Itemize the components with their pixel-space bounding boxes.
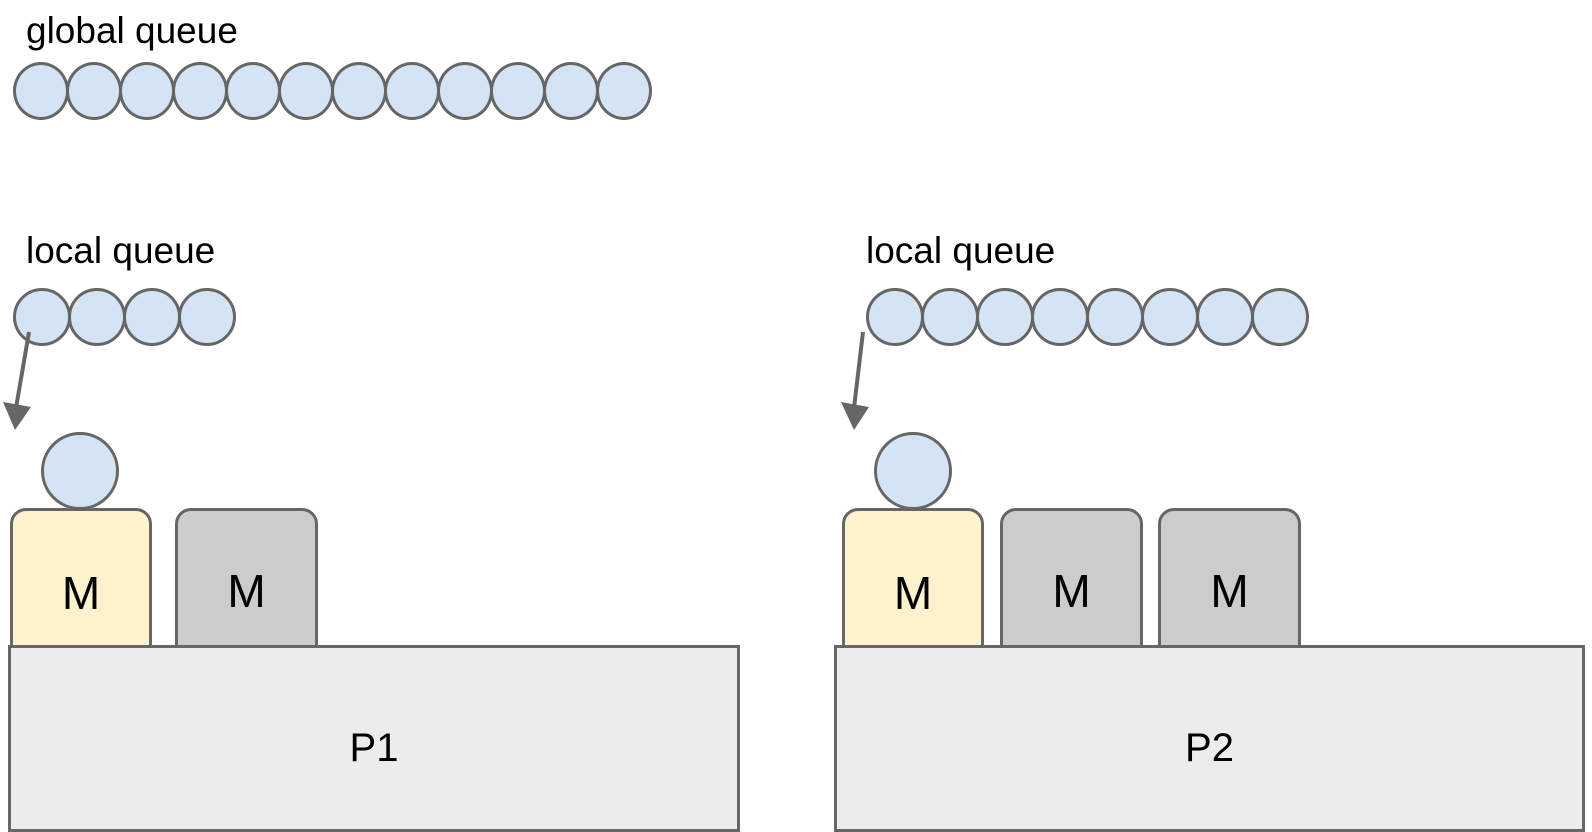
local-queue-p1-token xyxy=(178,288,236,346)
global-queue-token xyxy=(278,62,334,120)
global-queue-token xyxy=(437,62,493,120)
local-queue-p2-token xyxy=(1251,288,1309,346)
local-queue-p2-token xyxy=(1141,288,1199,346)
global-queue-token xyxy=(490,62,546,120)
machine-p2-0-label: M xyxy=(893,567,933,619)
local-queue-p2-token xyxy=(1031,288,1089,346)
local-queue-p2-token xyxy=(921,288,979,346)
global-queue-token xyxy=(172,62,228,120)
local-queue-p1-token xyxy=(68,288,126,346)
global-queue-token xyxy=(13,62,69,120)
global-queue-token xyxy=(119,62,175,120)
local-queue-label-p1: local queue xyxy=(26,230,216,271)
global-queue-token xyxy=(225,62,281,120)
global-queue xyxy=(13,62,652,120)
machine-p1-0-label: M xyxy=(61,567,101,619)
dispatch-arrow-p1 xyxy=(3,331,31,430)
global-queue-label: global queue xyxy=(26,10,238,51)
global-queue-token xyxy=(331,62,387,120)
global-queue-token xyxy=(596,62,652,120)
processor-p1[interactable]: P1 xyxy=(8,645,740,832)
machine-p2-1-label: M xyxy=(1052,564,1091,617)
local-queue-label-p2: local queue xyxy=(866,230,1056,271)
local-queue-p2-token xyxy=(976,288,1034,346)
local-queue-p1-token xyxy=(123,288,181,346)
processor-p2-label: P2 xyxy=(1185,726,1234,770)
global-queue-token xyxy=(66,62,122,120)
local-queue-p1 xyxy=(13,288,236,346)
global-queue-token xyxy=(384,62,440,120)
processor-p2[interactable]: P2 xyxy=(834,645,1585,832)
global-queue-token xyxy=(543,62,599,120)
local-queue-p2-token xyxy=(1086,288,1144,346)
machine-p1-1-label: M xyxy=(227,564,266,617)
running-token-p2 xyxy=(874,432,952,510)
dispatch-arrow-p2 xyxy=(841,331,869,430)
local-queue-p2-token xyxy=(1196,288,1254,346)
local-queue-p2 xyxy=(866,288,1309,346)
local-queue-p1-token xyxy=(13,288,71,346)
running-token-p1 xyxy=(41,432,119,510)
processor-p1-label: P1 xyxy=(349,726,399,770)
machine-p2-2-label: M xyxy=(1210,564,1249,617)
